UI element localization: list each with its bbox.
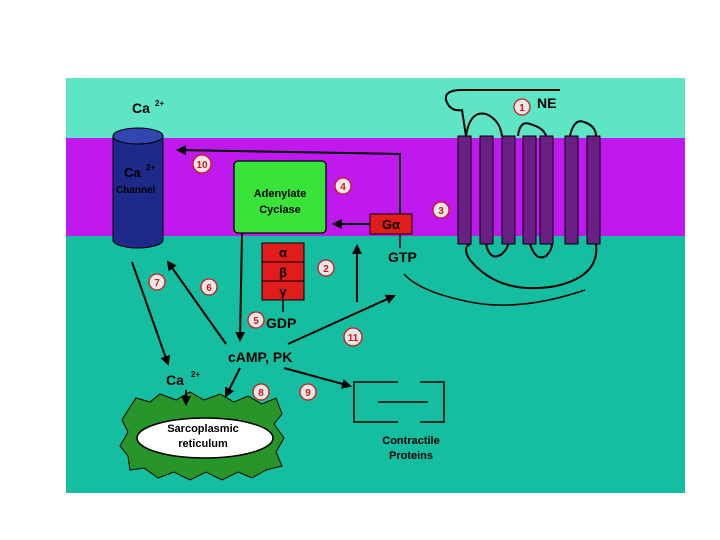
adenylate-cyclase xyxy=(233,160,327,234)
camp-pk-label: cAMP, PK xyxy=(228,349,292,365)
svg-text:9: 9 xyxy=(305,388,311,399)
step-marker-10: 10 xyxy=(192,154,212,174)
arrow-7-channel-to-ca xyxy=(131,261,171,366)
ca-channel-label: Ca xyxy=(124,165,141,180)
svg-text:6: 6 xyxy=(206,283,212,294)
arrow-6-camp-to-channel xyxy=(166,260,227,345)
svg-text:1: 1 xyxy=(519,103,525,114)
sarcoplasmic-reticulum xyxy=(119,391,285,481)
svg-text:5: 5 xyxy=(253,316,259,327)
ca-sr-label: Ca xyxy=(166,372,184,388)
svg-text:11: 11 xyxy=(348,333,359,344)
g-protein-heterotrimer xyxy=(261,242,305,301)
proteins-label: Proteins xyxy=(389,450,433,462)
extracellular-region xyxy=(66,78,685,138)
beta-label: β xyxy=(279,265,287,280)
step-marker-8: 8 xyxy=(252,383,270,401)
svg-text:4: 4 xyxy=(340,182,346,193)
contractile-proteins xyxy=(353,381,445,423)
calcium-channel xyxy=(112,127,164,249)
step-marker-2: 2 xyxy=(317,259,335,277)
ca-sr-superscript: 2+ xyxy=(191,370,200,379)
gdp-label: GDP xyxy=(266,315,296,331)
step-marker-3: 3 xyxy=(432,201,450,219)
step-marker-7: 7 xyxy=(148,273,166,291)
step-marker-5: 5 xyxy=(247,311,265,329)
reticulum-label: reticulum xyxy=(178,438,228,450)
ca-extracellular-superscript: 2+ xyxy=(155,99,164,108)
step-marker-1: 1 xyxy=(513,98,531,116)
sarcoplasmic-label: Sarcoplasmic xyxy=(167,423,239,435)
arrow-5-cyclase-to-camp xyxy=(235,232,246,342)
svg-text:3: 3 xyxy=(438,206,444,217)
step-marker-11: 11 xyxy=(343,327,363,347)
cyclase-label: Cyclase xyxy=(259,204,301,216)
svg-text:2: 2 xyxy=(323,264,329,275)
ca-channel-superscript: 2+ xyxy=(146,163,155,172)
ca-extracellular-label: Ca xyxy=(132,100,150,116)
arrow-11-camp-to-gtp xyxy=(287,294,396,345)
g-alpha-label: Gα xyxy=(382,217,400,232)
gtp-label: GTP xyxy=(388,249,417,265)
arrow-10-galpha-to-channel xyxy=(176,145,401,214)
ne-label: NE xyxy=(537,95,556,111)
gamma-label: γ xyxy=(279,284,287,299)
adenylate-label: Adenylate xyxy=(254,188,307,200)
step-marker-6: 6 xyxy=(200,278,218,296)
alpha-label: α xyxy=(279,245,287,260)
svg-text:8: 8 xyxy=(258,388,264,399)
arrow-8-camp-to-sr xyxy=(225,367,241,398)
ne-receptor xyxy=(444,89,601,290)
svg-text:7: 7 xyxy=(154,278,160,289)
arrow-9-camp-to-proteins xyxy=(283,367,352,389)
channel-label: Channel xyxy=(116,185,156,196)
step-marker-9: 9 xyxy=(299,383,317,401)
step-marker-4: 4 xyxy=(334,177,352,195)
svg-text:10: 10 xyxy=(196,160,208,171)
contractile-label: Contractile xyxy=(382,435,439,447)
